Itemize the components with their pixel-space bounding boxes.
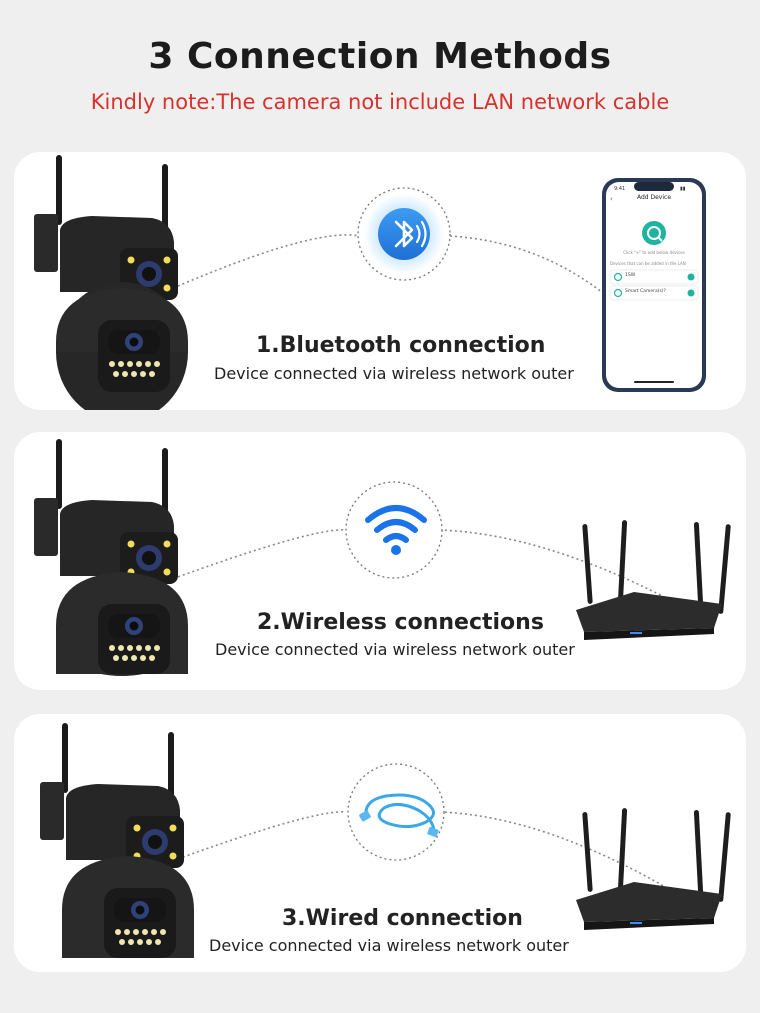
camera-icon <box>40 723 194 958</box>
router-icon <box>576 808 731 930</box>
phone-lan-note: Devices that can be added in the LAN <box>610 261 686 266</box>
smartphone-icon: 9:41 ▮▮ ‹ <box>602 178 706 392</box>
svg-text:▮▮: ▮▮ <box>680 186 686 192</box>
router-icon <box>576 520 731 640</box>
connection-line <box>163 234 615 303</box>
icon-ring <box>345 481 443 579</box>
method-title-wireless: 2.Wireless connections <box>257 610 544 635</box>
phone-device-1[interactable]: 1SW <box>625 273 636 278</box>
method-title-wired: 3.Wired connection <box>282 906 523 931</box>
connection-line <box>163 529 675 603</box>
phone-device-2[interactable]: Smart Camera(s)? <box>625 289 666 294</box>
svg-text:‹: ‹ <box>610 195 613 203</box>
method-title-bluetooth: 1.Bluetooth connection <box>256 333 546 358</box>
svg-text:9:41: 9:41 <box>614 186 625 192</box>
camera-icon <box>34 439 188 676</box>
method-desc-wired: Device connected via wireless network ou… <box>209 936 569 955</box>
method-card-bluetooth: 9:41 ▮▮ ‹ Add Device Click "+" to add be… <box>14 152 746 410</box>
phone-screen-title: Add Device <box>636 194 672 201</box>
page-title: 3 Connection Methods <box>148 36 612 77</box>
method-desc-wireless: Device connected via wireless network ou… <box>215 640 575 659</box>
cable-note: Kindly note:The camera not include LAN n… <box>90 90 670 114</box>
phone-hint: Click "+" to add below devices <box>623 250 685 255</box>
method-desc-bluetooth: Device connected via wireless network ou… <box>214 364 574 383</box>
bluetooth-icon <box>364 194 444 274</box>
method-card-wireless: 2.Wireless connections Device connected … <box>14 432 746 690</box>
wifi-icon <box>365 505 427 543</box>
icon-ring <box>347 763 445 861</box>
camera-icon <box>34 155 188 410</box>
method-card-wired: 3.Wired connection Device connected via … <box>14 714 746 972</box>
connection-line <box>163 811 675 893</box>
